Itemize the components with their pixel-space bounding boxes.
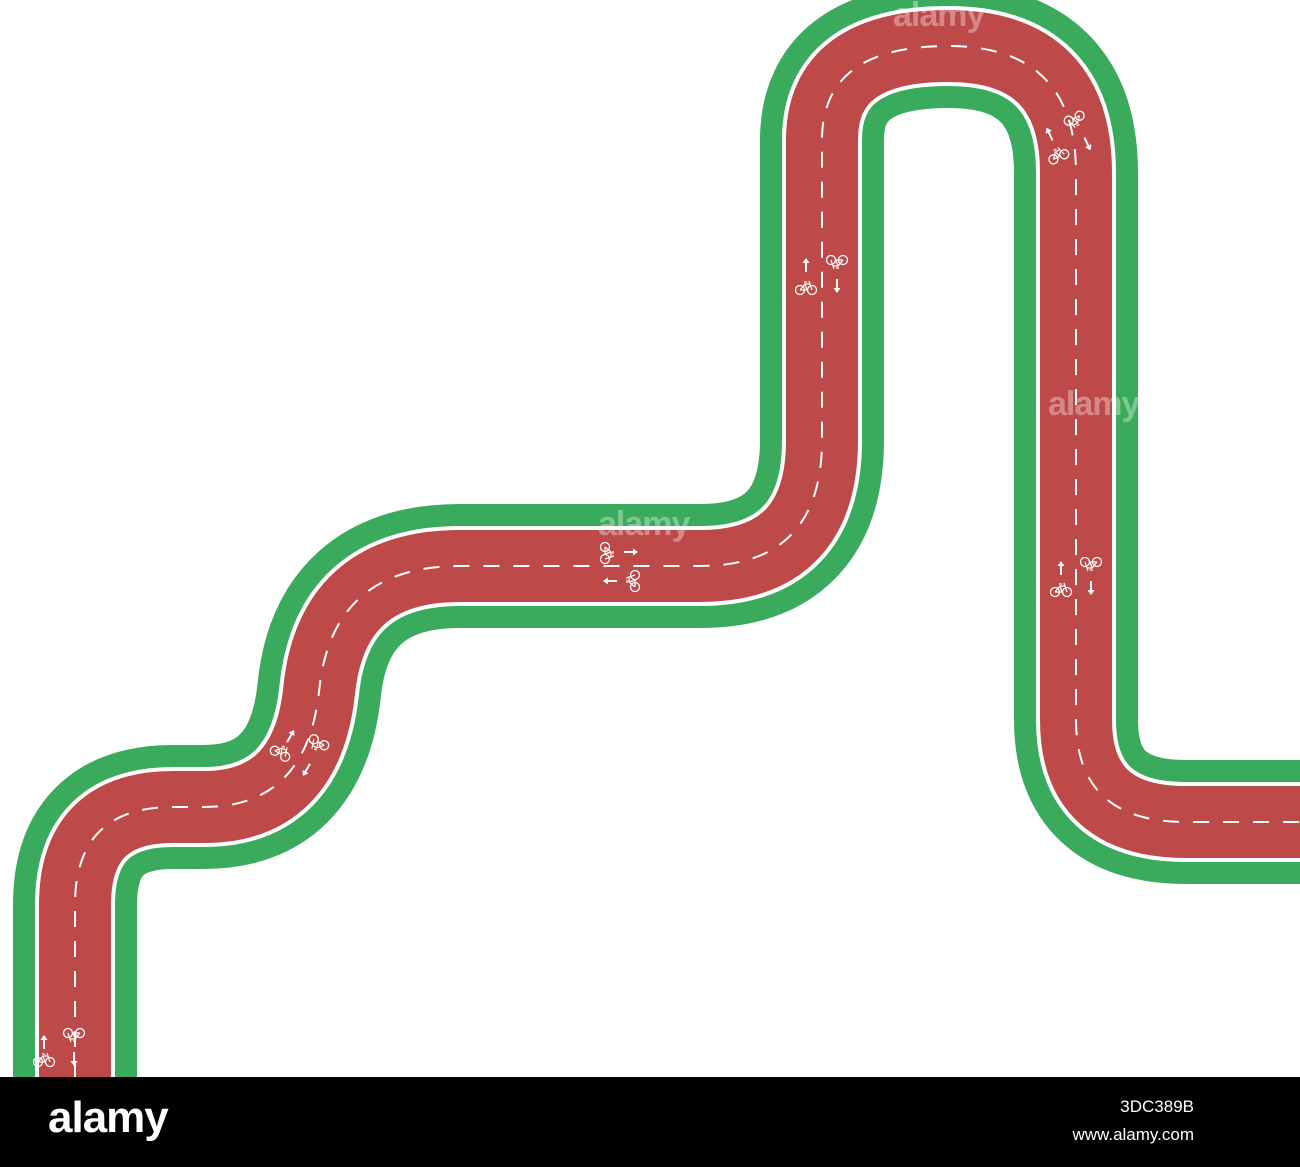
alamy-logo: alamy xyxy=(48,1093,169,1142)
footer-bar: alamy 3DC389B www.alamy.com xyxy=(0,1077,1300,1167)
center-dashes xyxy=(74,45,1300,1077)
site-url: www.alamy.com xyxy=(1072,1125,1194,1144)
bike-path-illustration xyxy=(13,0,1300,1077)
image-id: 3DC389B xyxy=(1120,1097,1194,1116)
